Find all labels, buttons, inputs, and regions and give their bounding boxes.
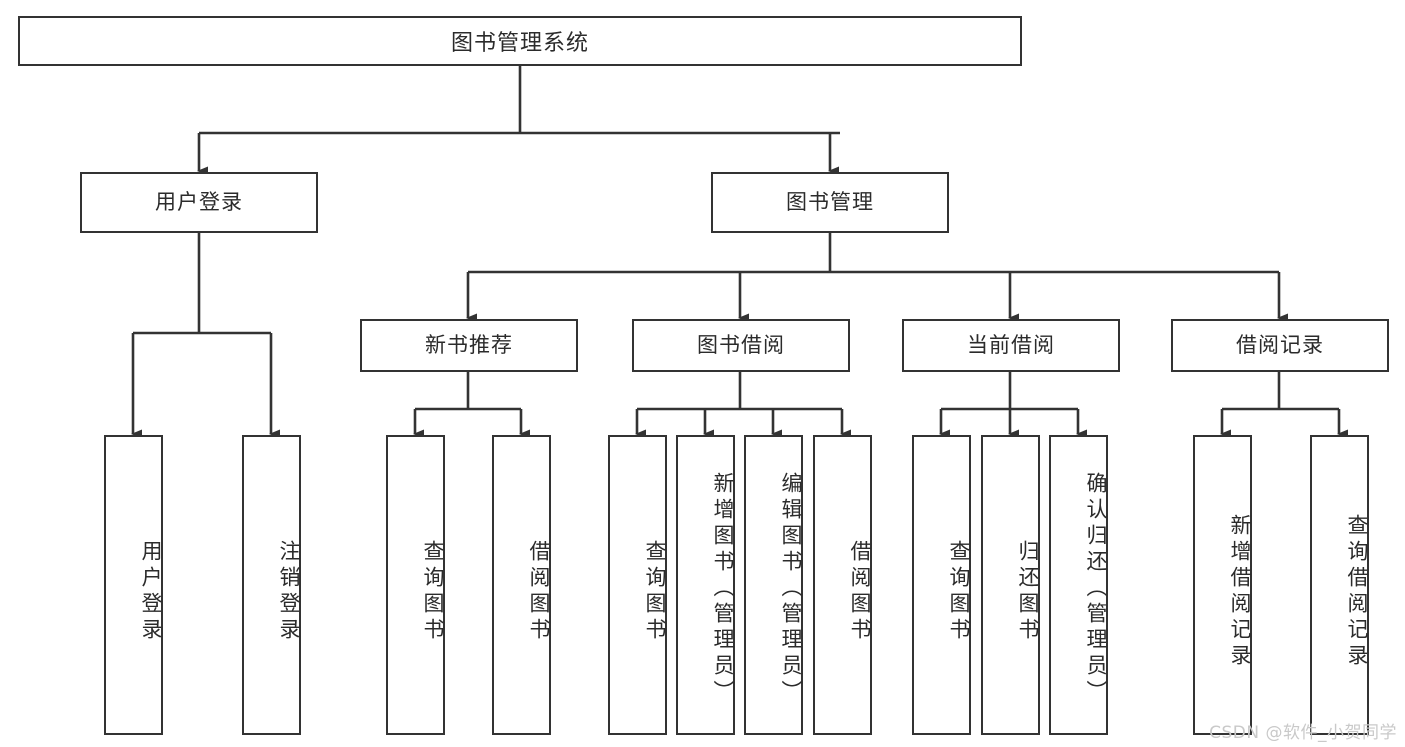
leaf-user-login-login[interactable]: 用户登录 bbox=[104, 435, 163, 735]
node-label: 用户登录 bbox=[139, 540, 163, 644]
node-book-management[interactable]: 图书管理 bbox=[711, 172, 949, 233]
node-label: 图书管理系统 bbox=[450, 31, 589, 56]
leaf-current-query-book[interactable]: 查询图书 bbox=[912, 435, 971, 735]
node-label: 图书管理 bbox=[786, 189, 874, 214]
node-borrow-record[interactable]: 借阅记录 bbox=[1171, 319, 1389, 372]
leaf-recommend-query-book[interactable]: 查询图书 bbox=[386, 435, 445, 735]
node-label: 借阅记录 bbox=[1236, 332, 1324, 357]
node-label: 注销登录 bbox=[277, 540, 301, 644]
node-label: 借阅图书 bbox=[527, 540, 551, 644]
node-label: 新增图书（管理员） bbox=[711, 472, 735, 706]
leaf-recommend-borrow-book[interactable]: 借阅图书 bbox=[492, 435, 551, 735]
leaf-borrow-add-book-admin[interactable]: 新增图书（管理员） bbox=[676, 435, 735, 735]
node-book-borrow[interactable]: 图书借阅 bbox=[632, 319, 850, 372]
node-user-login[interactable]: 用户登录 bbox=[80, 172, 318, 233]
leaf-borrow-borrow-book[interactable]: 借阅图书 bbox=[813, 435, 872, 735]
leaf-current-confirm-return-admin[interactable]: 确认归还（管理员） bbox=[1049, 435, 1108, 735]
node-label: 图书借阅 bbox=[697, 332, 785, 357]
node-label: 新书推荐 bbox=[425, 332, 513, 357]
leaf-current-return-book[interactable]: 归还图书 bbox=[981, 435, 1040, 735]
node-label: 新增借阅记录 bbox=[1228, 514, 1252, 670]
node-current-borrow[interactable]: 当前借阅 bbox=[902, 319, 1120, 372]
node-label: 查询图书 bbox=[421, 540, 445, 644]
node-label: 归还图书 bbox=[1016, 540, 1040, 644]
node-label: 查询图书 bbox=[643, 540, 667, 644]
leaf-record-query-record[interactable]: 查询借阅记录 bbox=[1310, 435, 1369, 735]
node-label: 查询图书 bbox=[947, 540, 971, 644]
leaf-record-add-record[interactable]: 新增借阅记录 bbox=[1193, 435, 1252, 735]
node-label: 当前借阅 bbox=[967, 332, 1055, 357]
node-new-book-recommend[interactable]: 新书推荐 bbox=[360, 319, 578, 372]
node-label: 编辑图书（管理员） bbox=[779, 472, 803, 706]
leaf-user-login-logout[interactable]: 注销登录 bbox=[242, 435, 301, 735]
node-label: 用户登录 bbox=[155, 189, 243, 214]
node-label: 确认归还（管理员） bbox=[1084, 472, 1108, 706]
node-root-system[interactable]: 图书管理系统 bbox=[18, 16, 1022, 66]
watermark: CSDN @软件_小贺同学 bbox=[1209, 723, 1397, 743]
node-label: 借阅图书 bbox=[848, 540, 872, 644]
leaf-borrow-edit-book-admin[interactable]: 编辑图书（管理员） bbox=[744, 435, 803, 735]
node-label: 查询借阅记录 bbox=[1345, 514, 1369, 670]
leaf-borrow-query-book[interactable]: 查询图书 bbox=[608, 435, 667, 735]
